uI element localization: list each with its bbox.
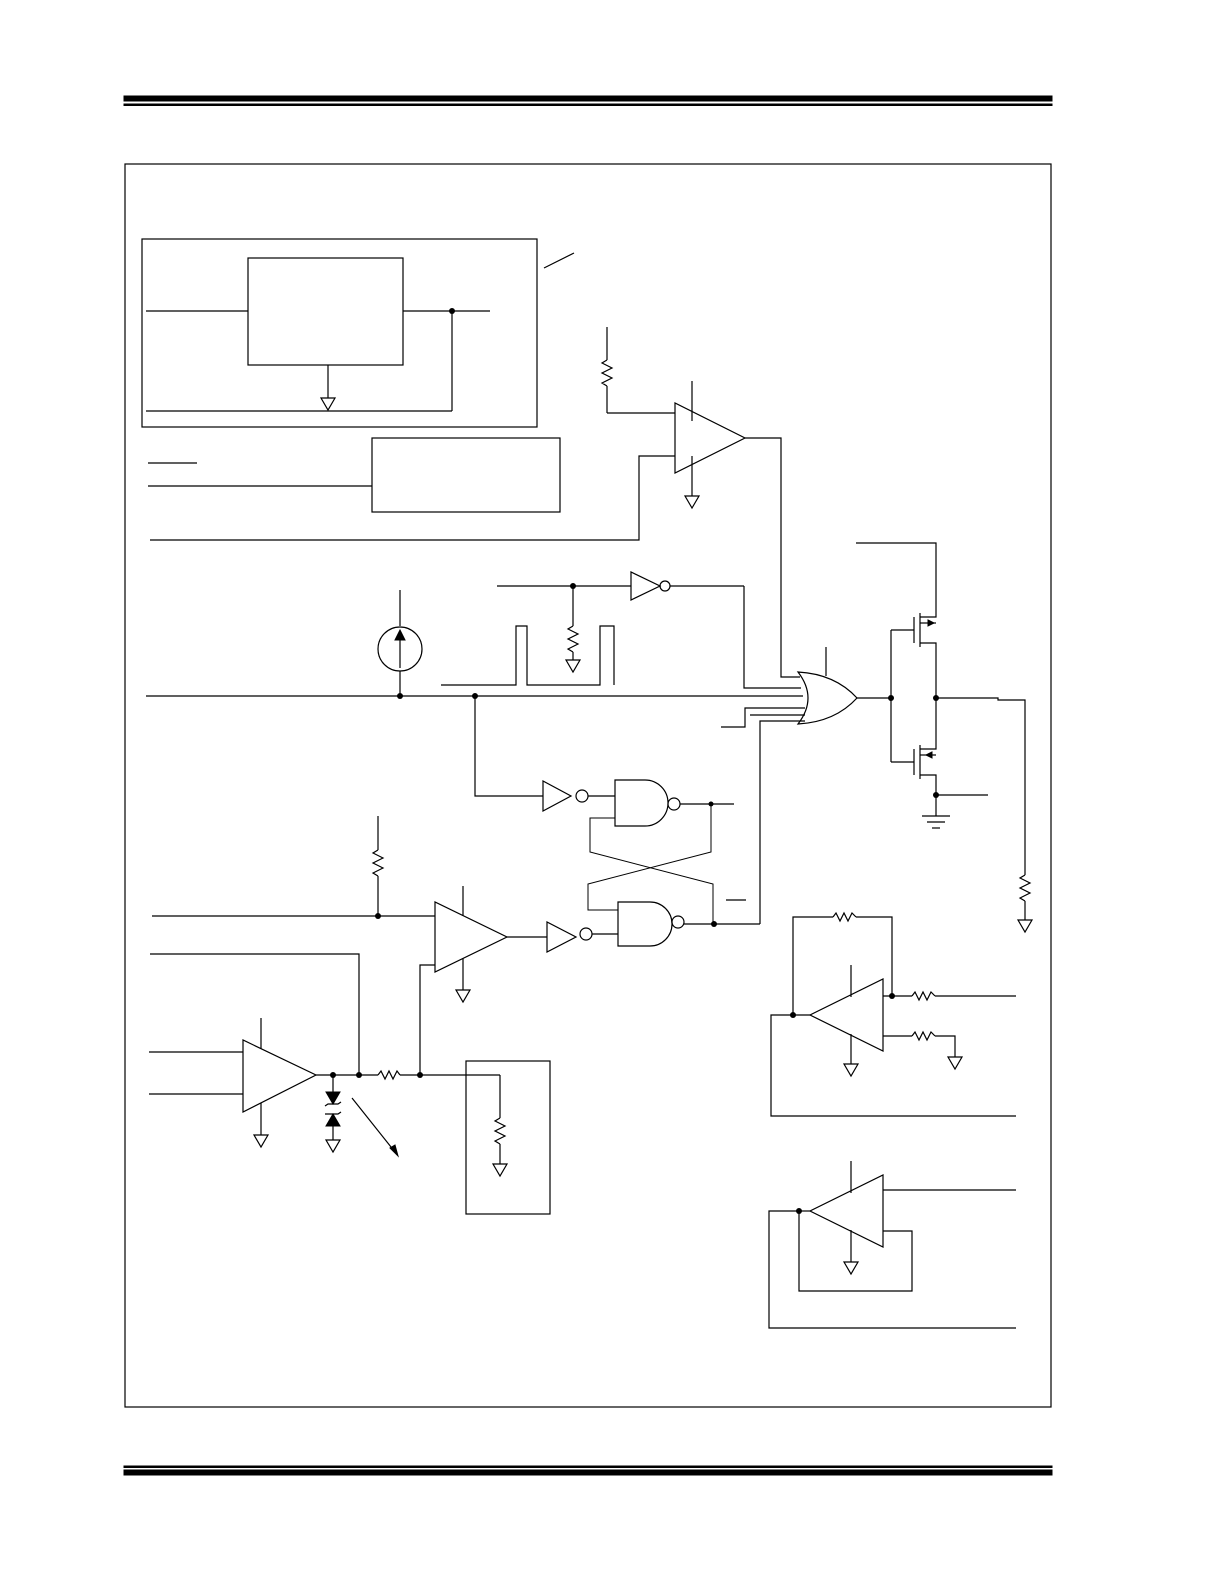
reference-block [141, 238, 575, 428]
figure-frame [124, 163, 1052, 1408]
comparator-top [150, 327, 800, 678]
amplifier-lower-left [149, 1018, 500, 1158]
current-source [377, 590, 423, 696]
inverter-top [497, 571, 801, 689]
amplifier-right-1 [770, 911, 1016, 1117]
sr-latch [542, 720, 805, 953]
main-bus [146, 693, 803, 797]
amplifier-right-2 [768, 1161, 1016, 1329]
pulse-waveform [441, 625, 615, 686]
header-rule [123, 95, 1053, 106]
or-gate [721, 647, 891, 728]
footer-rule [123, 1465, 1053, 1476]
comparator-mid [150, 816, 547, 1075]
logic-block [148, 437, 561, 513]
mosfet-stage [856, 542, 1034, 934]
external-resistor-box [465, 1060, 551, 1215]
